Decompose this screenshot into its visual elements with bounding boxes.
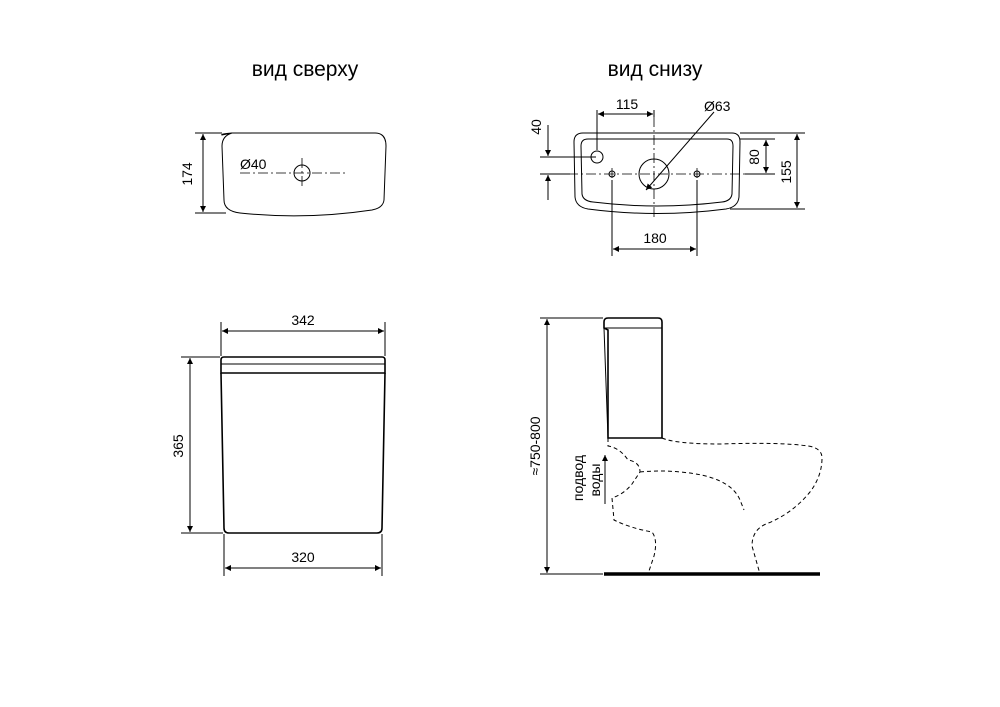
front-view-top-width-label: 342 [291, 312, 315, 328]
top-view-title: вид сверху [252, 58, 359, 81]
bottom-view-inner-outline [580, 138, 734, 207]
front-view-height-label: 365 [170, 434, 186, 458]
top-view: Ø40 174 [179, 132, 387, 217]
bottom-view-title: вид снизу [608, 58, 703, 81]
top-view-hole-diameter: Ø40 [240, 156, 267, 172]
bottom-view-depth-label: 155 [778, 160, 794, 184]
front-view-tank-body [220, 372, 386, 534]
bottom-view-bolt-spacing-label: 180 [643, 230, 667, 246]
front-view: 342 365 320 [170, 312, 386, 576]
bottom-view-inlet-leader [645, 111, 715, 191]
side-view-height-label: ≈750-800 [527, 416, 543, 475]
front-view-bottom-width-label: 320 [291, 549, 315, 565]
side-view-tank [603, 317, 663, 439]
front-view-lid [220, 356, 386, 374]
side-view-water-supply-label-2: воды [587, 464, 603, 497]
side-view-bowl-outline [607, 438, 657, 575]
bottom-view-inlet-diameter: Ø63 [704, 98, 731, 114]
bottom-view-outer-outline [573, 132, 741, 214]
bottom-view: Ø63 115 40 80 155 180 [528, 96, 805, 256]
top-view-depth-label: 174 [179, 162, 195, 186]
side-view-water-supply-label-1: подвод [570, 455, 586, 501]
bottom-view-bolt-depth-label: 80 [746, 149, 762, 165]
bottom-view-offset-x-label: 115 [616, 96, 639, 112]
bottom-view-flush-valve-hole [638, 158, 670, 190]
bottom-view-offset-y-label: 40 [528, 119, 544, 135]
top-view-lid-outline [221, 132, 387, 217]
top-view-button-hole [293, 164, 311, 182]
side-view: ≈750-800 подвод воды [527, 317, 823, 576]
